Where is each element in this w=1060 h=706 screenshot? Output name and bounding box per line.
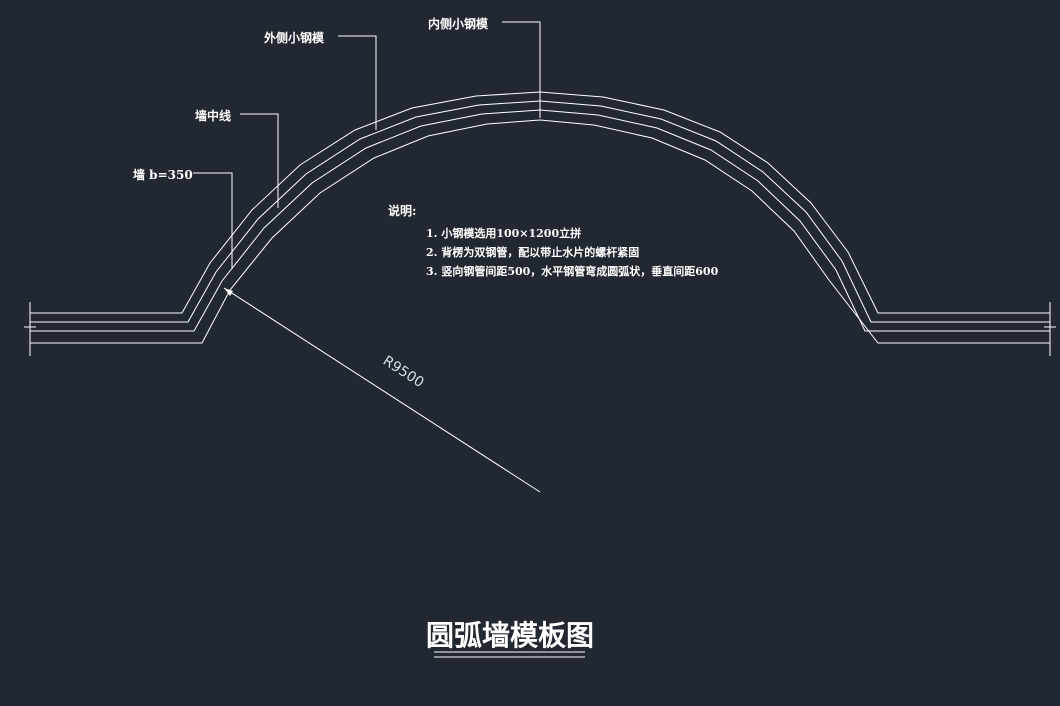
inner-formwork-leader <box>502 21 541 118</box>
outer-formwork-label: 外侧小钢模 <box>264 30 325 45</box>
leader-lines <box>193 21 541 268</box>
notes-heading: 说明: <box>388 203 416 218</box>
radius-arrowhead <box>224 288 233 296</box>
wall-thickness-label: 墙 b=350 <box>133 167 193 182</box>
wall-centerline-label: 墙中线 <box>195 108 231 123</box>
note-item: 2. 背楞为双钢管，配以带止水片的螺杆紧固 <box>426 245 639 259</box>
drawing-title-block: 圆弧墙模板图 <box>426 619 594 658</box>
radius-line <box>223 287 541 493</box>
outer-formwork-leader <box>338 35 377 130</box>
right-break-marker <box>1044 302 1056 356</box>
wall-centerline-leader <box>240 113 279 208</box>
wall-inner-line <box>30 109 1050 332</box>
radius-dimension: R9500 <box>223 287 541 493</box>
note-item: 3. 竖向钢管间距500，水平钢管弯成圆弧状，垂直间距600 <box>426 264 719 278</box>
radius-label: R9500 <box>380 353 427 391</box>
formwork-arc-lines <box>30 91 1050 344</box>
note-item: 1. 小钢模选用100×1200立拼 <box>426 226 581 240</box>
inner-formwork-line <box>30 119 1050 344</box>
wall-outer-line <box>30 100 1050 323</box>
notes-block: 说明: 1. 小钢模选用100×1200立拼 2. 背楞为双钢管，配以带止水片的… <box>388 203 719 278</box>
outer-formwork-line <box>30 91 1050 314</box>
wall-thickness-leader <box>193 172 233 268</box>
inner-formwork-label: 内侧小钢模 <box>428 16 489 31</box>
drawing-title: 圆弧墙模板图 <box>426 619 594 652</box>
left-break-marker <box>24 302 36 356</box>
